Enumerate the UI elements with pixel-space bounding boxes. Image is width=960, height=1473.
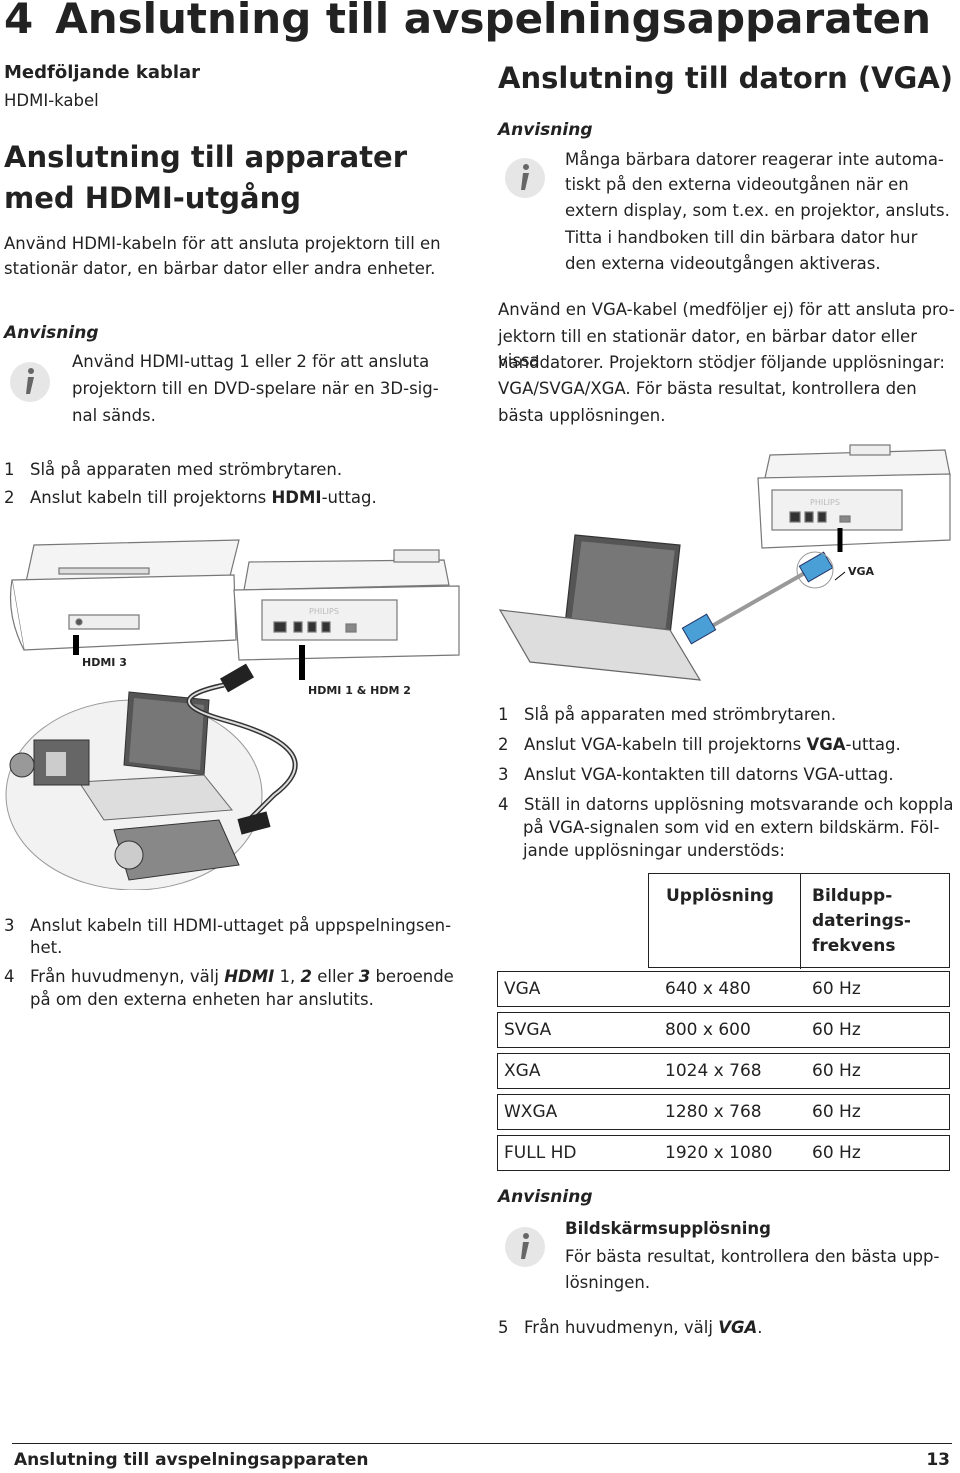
hdmi12-label: HDMI 1 & HDM 2 [308,684,411,697]
step-text: Från huvudmenyn, välj HDMI 1, 2 eller 3 … [30,967,454,986]
note1-line3: extern display, som t.ex. en projektor, … [565,201,950,220]
note2-line1: För bästa resultat, kontrollera den bäst… [565,1247,940,1266]
note1-line2: tiskt på den externa videoutgånen när en [565,175,909,194]
step-text: Anslut VGA-kontakten till datorns VGA-ut… [524,765,894,784]
cables-item: HDMI-kabel [4,91,99,110]
page-number: 13 [926,1450,950,1470]
step-number: 2 [4,488,15,507]
step-number: 1 [4,460,15,479]
vga-label: VGA [848,565,875,578]
step-text: Ställ in datorns upplösning motsvarande … [524,795,954,814]
chapter-title: Anslutning till avspelningsapparaten [55,0,932,43]
resolution-table: Upplösning Bildupp- daterings- frekvens … [497,873,950,1173]
row-resolution: 1280 x 768 [665,1102,762,1122]
step-text: Anslut kabeln till projektorns HDMI-utta… [30,488,377,507]
note2-label: Anvisning [498,1187,593,1207]
row-frequency: 60 Hz [812,1143,861,1163]
right-step-3: 3 Anslut VGA-kontakten till datorns VGA-… [498,763,894,787]
row-frequency: 60 Hz [812,1102,861,1122]
note2-title: Bildskärmsupplösning [565,1219,771,1238]
step-number: 3 [498,765,509,784]
table-row: WXGA 1280 x 768 60 Hz [497,1094,950,1130]
note1-label: Anvisning [498,120,593,140]
left-step-3: 3 Anslut kabeln till HDMI-uttaget på upp… [4,914,451,938]
left-step-3-cont: het. [30,938,63,957]
row-resolution: 1024 x 768 [665,1061,762,1081]
hdmi-heading-line2: med HDMI-utgång [4,181,302,215]
note-line3: nal sänds. [72,406,156,425]
step-number: 4 [4,967,15,986]
left-step-1: 1 Slå på apparaten med strömbrytaren. [4,458,342,482]
row-name: SVGA [504,1020,552,1040]
row-frequency: 60 Hz [812,979,861,999]
table-row: SVGA 800 x 600 60 Hz [497,1012,950,1048]
table-header: Upplösning Bildupp- daterings- frekvens [648,873,950,969]
row-name: XGA [504,1061,541,1081]
chapter-heading: 4 Anslutning till avspelningsapparaten [4,0,931,43]
row-resolution: 800 x 600 [665,1020,751,1040]
vga-para-line1: Använd en VGA-kabel (medföljer ej) för a… [498,300,955,319]
hdmi3-label: HDMI 3 [82,656,127,669]
note1-line4: Titta i handboken till din bärbara dator… [565,228,918,247]
step-number: 1 [498,705,509,724]
right-step-4-cont2: jande upplösningar understöds: [523,841,785,860]
left-step-2: 2 Anslut kabeln till projektorns HDMI-ut… [4,486,377,510]
footer-title: Anslutning till avspelningsapparaten [14,1450,369,1470]
step-number: 5 [498,1318,509,1337]
step-number: 3 [4,916,15,935]
header-refresh-1: Bildupp- [812,886,893,906]
note1-line1: Många bärbara datorer reagerar inte auto… [565,150,944,169]
note2-line2: lösningen. [565,1273,651,1292]
cables-heading: Medföljande kablar [4,62,201,83]
table-row: XGA 1024 x 768 60 Hz [497,1053,950,1089]
step-text: Anslut VGA-kabeln till projektorns VGA-u… [524,735,901,754]
info-icon [505,158,545,198]
row-name: WXGA [504,1102,558,1122]
row-name: VGA [504,979,541,999]
step-text: Slå på apparaten med strömbrytaren. [30,460,343,479]
hdmi-heading-line1: Anslutning till apparater [4,140,408,174]
info-icon [10,362,50,402]
table-row: VGA 640 x 480 60 Hz [497,971,950,1007]
header-resolution: Upplösning [666,886,774,906]
row-frequency: 60 Hz [812,1061,861,1081]
left-step-4: 4 Från huvudmenyn, välj HDMI 1, 2 eller … [4,965,454,989]
info-icon [505,1227,545,1267]
vga-heading: Anslutning till datorn (VGA) [498,61,954,95]
header-refresh-3: frekvens [812,936,896,956]
note1-line5: den externa videoutgången aktiveras. [565,254,881,273]
step-text: Anslut kabeln till HDMI-uttaget på uppsp… [30,916,452,935]
hdmi-intro-line1: Använd HDMI-kabeln för att ansluta proje… [4,234,441,253]
right-step-5: 5 Från huvudmenyn, välj VGA. [498,1316,763,1340]
vga-para-line5: bästa upplösningen. [498,406,666,425]
left-step-4-cont: på om den externa enheten har anslutits. [30,990,374,1009]
right-step-4-cont1: på VGA-signalen som vid en extern bildsk… [523,818,940,837]
vga-connection-figure: PHILIPS VGA [498,444,951,681]
step-number: 2 [498,735,509,754]
right-step-2: 2 Anslut VGA-kabeln till projektorns VGA… [498,733,901,757]
right-step-1: 1 Slå på apparaten med strömbrytaren. [498,703,836,727]
note-line2: projektorn till en DVD-spelare när en 3D… [72,379,439,398]
hdmi-intro-line2: stationär dator, en bärbar dator eller a… [4,259,436,278]
row-resolution: 1920 x 1080 [665,1143,773,1163]
row-name: FULL HD [504,1143,577,1163]
vga-para-line3: handdatorer. Projektorn stödjer följande… [498,353,945,372]
header-refresh-2: daterings- [812,911,911,931]
step-text: Slå på apparaten med strömbrytaren. [524,705,837,724]
step-text: Från huvudmenyn, välj VGA. [524,1318,763,1337]
figure-brand: PHILIPS [309,607,339,616]
footer-rule [12,1443,952,1444]
chapter-number: 4 [4,0,34,43]
vga-para-line2: jektorn till en stationär dator, en bärb… [498,327,917,370]
step-number: 4 [498,795,509,814]
note-line1: Använd HDMI-uttag 1 eller 2 för att ansl… [72,352,430,371]
table-row: FULL HD 1920 x 1080 60 Hz [497,1135,950,1171]
vga-para-line4: VGA/SVGA/XGA. För bästa resultat, kontro… [498,379,917,398]
hdmi-connection-figure: PHILIPS HDMI 3 HDMI 1 & HDM 2 [5,539,460,890]
note-label: Anvisning [4,323,99,343]
right-step-4: 4 Ställ in datorns upplösning motsvarand… [498,793,954,817]
row-frequency: 60 Hz [812,1020,861,1040]
figure-brand: PHILIPS [810,498,840,507]
row-resolution: 640 x 480 [665,979,751,999]
